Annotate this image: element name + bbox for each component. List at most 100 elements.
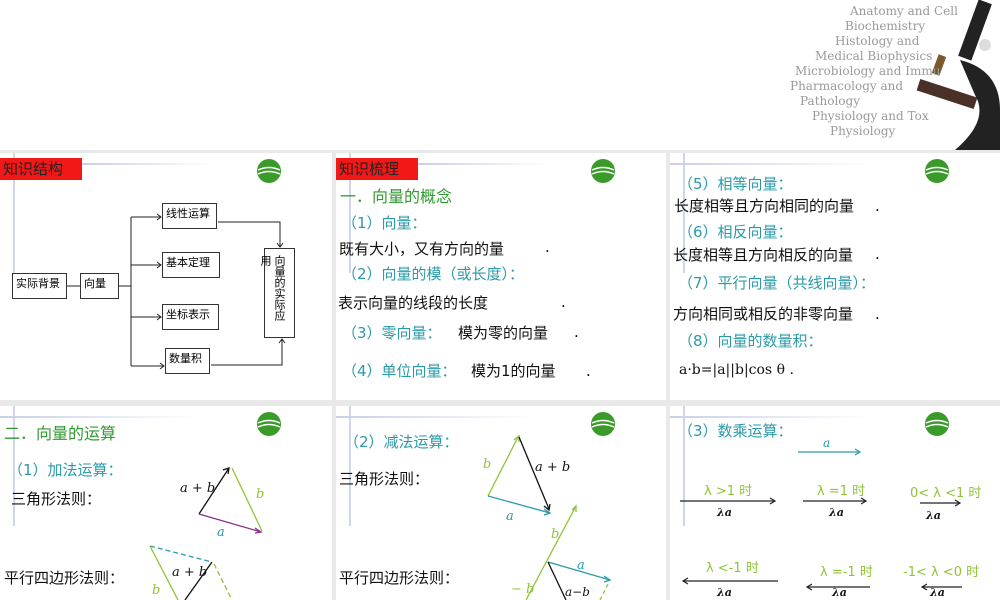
- box-linear-operation: 线性运算: [162, 203, 217, 229]
- blank-dot: .: [574, 323, 579, 341]
- item-heading: （4）单位向量：: [342, 362, 457, 380]
- item-heading: （8）向量的数量积：: [678, 332, 823, 350]
- slide-header: 知识梳理: [336, 158, 418, 180]
- item-text: 模为1的向量: [471, 362, 556, 380]
- decor-text: Histology and: [835, 34, 920, 48]
- label-b: b: [152, 583, 161, 598]
- item-heading: （1）加法运算：: [8, 461, 123, 479]
- item-text: 方向相同或相反的非零向量: [673, 305, 854, 323]
- rule-label: 三角形法则：: [11, 490, 102, 508]
- slide-knowledge-review[interactable]: 知识梳理 一．向量的概念 （1）向量： 既有大小，又有方向的量 . （2）向量的…: [336, 153, 666, 400]
- slide-vector-subtraction[interactable]: （2）减法运算： 三角形法则： 平行四边形法则： b a + b a b a −…: [336, 406, 666, 600]
- label-lambda-a: λa: [930, 586, 945, 599]
- label-lambda-a: λa: [832, 586, 847, 599]
- box-vector: 向量: [80, 273, 119, 299]
- blank-dot: .: [875, 305, 880, 323]
- decor-text: Physiology and Tox: [812, 109, 929, 123]
- item-text: 模为零的向量: [458, 324, 549, 342]
- dearedu-logo: [591, 412, 615, 436]
- rule-label: 三角形法则：: [339, 470, 430, 488]
- divider: [82, 163, 212, 165]
- rule-label: 平行四边形法则：: [4, 569, 125, 587]
- slide-vector-addition[interactable]: 二．向量的运算 （1）加法运算： 三角形法则： 平行四边形法则： a + b b…: [0, 406, 332, 600]
- divider: [13, 153, 15, 273]
- slide-vector-concepts-2[interactable]: （5）相等向量： 长度相等且方向相同的向量 . （6）相反向量： 长度相等且方向…: [670, 153, 1000, 400]
- label-a: a: [823, 436, 831, 450]
- divider: [336, 416, 536, 418]
- blank-dot: .: [586, 362, 591, 380]
- case-label: λ <-1 时: [706, 561, 759, 576]
- box-application: 向量的实际应用: [259, 248, 295, 338]
- dot-product-formula: a·b=|a||b|cos θ .: [679, 362, 794, 378]
- label-b: b: [256, 487, 265, 502]
- item-heading: （5）相等向量：: [678, 175, 793, 193]
- case-label: -1< λ <0 时: [903, 565, 980, 580]
- label-lambda-a: λa: [926, 509, 941, 522]
- slide-scalar-multiplication[interactable]: （3）数乘运算： a λ >1 时 λ =1 时 0< λ <1 时 λ <-1…: [670, 406, 1000, 600]
- box-basic-theorem: 基本定理: [162, 252, 220, 278]
- section-title: 一．向量的概念: [340, 187, 453, 206]
- dearedu-logo: [257, 159, 281, 183]
- blank-dot: .: [875, 245, 880, 263]
- label-a-plus-b: a + b: [172, 565, 208, 580]
- divider: [13, 406, 15, 526]
- blank-dot: .: [545, 238, 550, 256]
- decor-text: Pathology: [800, 94, 860, 108]
- blank-dot: .: [561, 293, 566, 311]
- divider: [683, 153, 685, 273]
- dearedu-logo: [925, 412, 949, 436]
- decor-text: Microbiology and Immu: [795, 64, 941, 78]
- label-a: a: [577, 558, 585, 573]
- item-text: 表示向量的线段的长度: [338, 294, 489, 312]
- item-text: 长度相等且方向相反的向量: [673, 246, 854, 264]
- blank-dot: .: [875, 197, 880, 215]
- item-text: 长度相等且方向相同的向量: [674, 197, 855, 215]
- microscope-decoration: [916, 0, 1000, 150]
- label-lambda-a: λa: [829, 506, 844, 519]
- box-coordinate: 坐标表示: [162, 304, 219, 330]
- label-b: b: [551, 527, 560, 542]
- rule-label: 平行四边形法则：: [339, 569, 460, 587]
- item-heading: （1）向量：: [342, 214, 427, 232]
- divider: [0, 416, 200, 418]
- label-a-plus-b: a + b: [535, 460, 571, 475]
- item-heading: （3）数乘运算：: [678, 422, 793, 440]
- addition-diagram: [149, 467, 263, 600]
- slide-header: 知识结构: [0, 158, 82, 180]
- decor-text: Biochemistry: [845, 19, 926, 33]
- slide-knowledge-structure[interactable]: 知识结构 实际背景 向量 线性运算 基本定理 坐标表示 数量积 向量的实际应用: [0, 153, 332, 400]
- divider: [349, 406, 351, 526]
- box-real-background: 实际背景: [12, 273, 67, 299]
- decor-text: Medical Biophysics: [815, 49, 933, 63]
- label-lambda-a: λa: [717, 506, 732, 519]
- dearedu-logo: [591, 159, 615, 183]
- label-a-plus-b: a + b: [180, 481, 216, 496]
- divider: [418, 163, 548, 165]
- decor-text: Physiology: [830, 124, 896, 138]
- label-a-minus-b: a−b: [565, 585, 590, 599]
- divider: [683, 406, 685, 526]
- label-lambda-a: λa: [717, 586, 732, 599]
- item-heading: （6）相反向量：: [678, 223, 793, 241]
- label-neg-b: − b: [511, 582, 535, 597]
- item-heading: （2）减法运算：: [344, 433, 459, 451]
- case-label: 0< λ <1 时: [910, 486, 982, 501]
- label-b: b: [483, 457, 492, 472]
- divider: [349, 153, 351, 273]
- decor-text: Pharmacology and: [790, 79, 904, 93]
- case-label: λ =-1 时: [820, 565, 873, 580]
- divider: [670, 163, 870, 165]
- item-text: 既有大小，又有方向的量: [339, 240, 505, 258]
- flowchart-connectors: [66, 213, 286, 370]
- item-heading: （3）零向量：: [342, 324, 442, 342]
- case-label: λ >1 时: [704, 484, 753, 499]
- item-heading: （2）向量的模（或长度）：: [342, 265, 525, 283]
- section-title: 二．向量的运算: [4, 424, 117, 443]
- box-dot-product: 数量积: [165, 348, 210, 374]
- scalar-arrows: [680, 448, 962, 591]
- item-heading: （7）平行向量（共线向量）：: [678, 274, 876, 292]
- label-a: a: [217, 525, 225, 540]
- decor-text: Anatomy and Cell: [850, 4, 958, 18]
- dearedu-logo: [257, 412, 281, 436]
- divider: [670, 416, 870, 418]
